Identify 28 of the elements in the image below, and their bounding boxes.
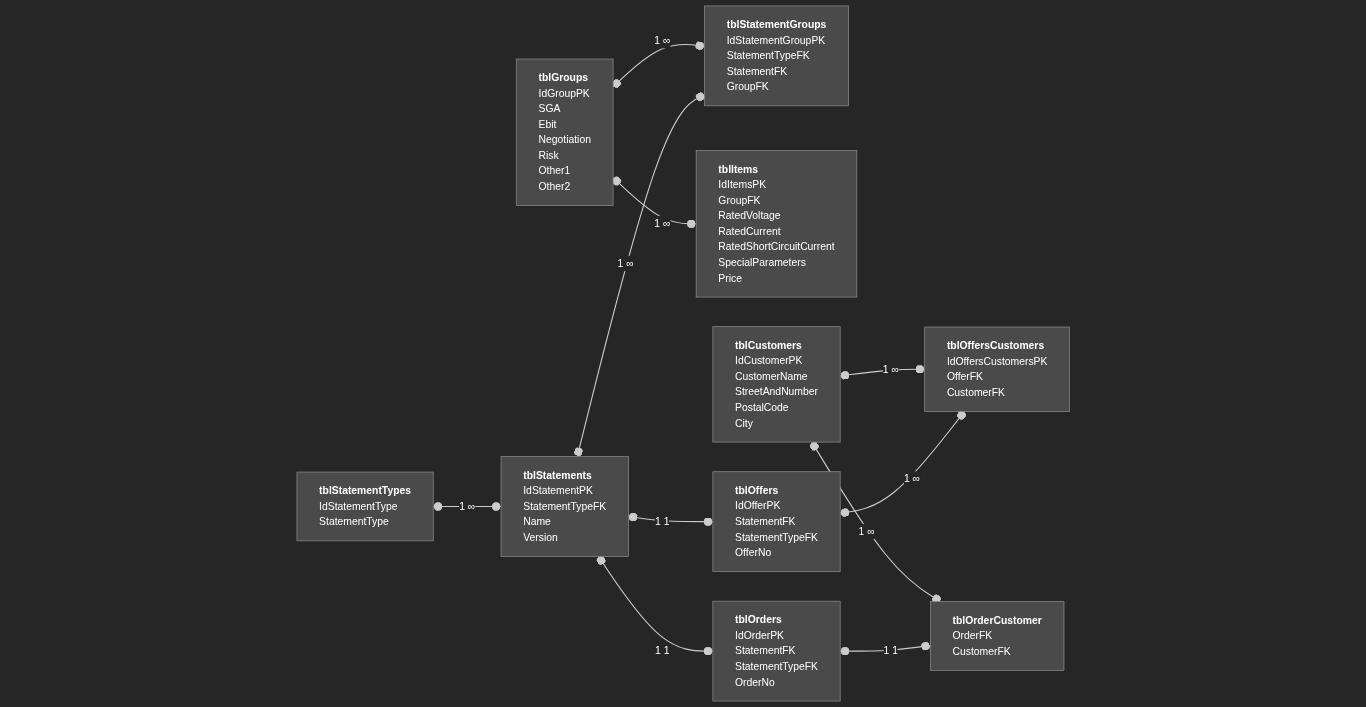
edge-label: 1 ∞ <box>458 500 475 513</box>
node-box: tblStatementTypes IdStatementType StatementType <box>296 471 434 542</box>
node-box: tblOrders IdOrderPK StatementFK StatementTypeFK OrderNo <box>712 600 841 702</box>
edge-label: 1 ∞ <box>617 257 634 270</box>
connector <box>839 410 966 517</box>
connector <box>611 176 697 229</box>
connector <box>627 512 714 527</box>
node-box: tblGroups IdGroupPK SGA Ebit Negotiation Risk Other1 Other2 <box>515 58 614 206</box>
edge-label: 1 ∞ <box>858 525 875 538</box>
node-box: tblOrderCustomer OrderFK CustomerFK <box>929 601 1065 671</box>
edge-label: 1 ∞ <box>653 217 670 230</box>
node-box: tblItems IdItemsPK GroupFK RatedVoltage RatedCurrent RatedShortCircuitCurrent SpecialParameters Price <box>695 150 857 298</box>
edge-label: 1 ∞ <box>882 362 899 375</box>
edge-label: 1 ∞ <box>903 472 920 485</box>
connector <box>596 555 714 656</box>
edge-label: 1 1 <box>883 644 898 657</box>
edge-label: 1 1 <box>654 515 670 528</box>
node-box: tblCustomers IdCustomerPK CustomerName StreetAndNumber PostalCode City <box>712 326 841 443</box>
node-box: tblStatementGroups IdStatementGroupPK StatementTypeFK StatementFK GroupFK <box>703 5 849 107</box>
node-box: tblStatements IdStatementPK StatementTypeFK Name Version <box>500 456 629 557</box>
connector <box>573 92 705 458</box>
edge-label: 1 1 <box>654 644 670 657</box>
node-box: tblOffersCustomers IdOffersCustomersPK OfferFK CustomerFK <box>924 326 1070 412</box>
node-box: tblOffers IdOfferPK StatementFK StatementTypeFK OfferNo <box>712 471 841 572</box>
connector <box>611 41 705 88</box>
edge-label: 1 ∞ <box>653 34 670 47</box>
connector <box>839 364 925 380</box>
connector <box>839 641 931 656</box>
